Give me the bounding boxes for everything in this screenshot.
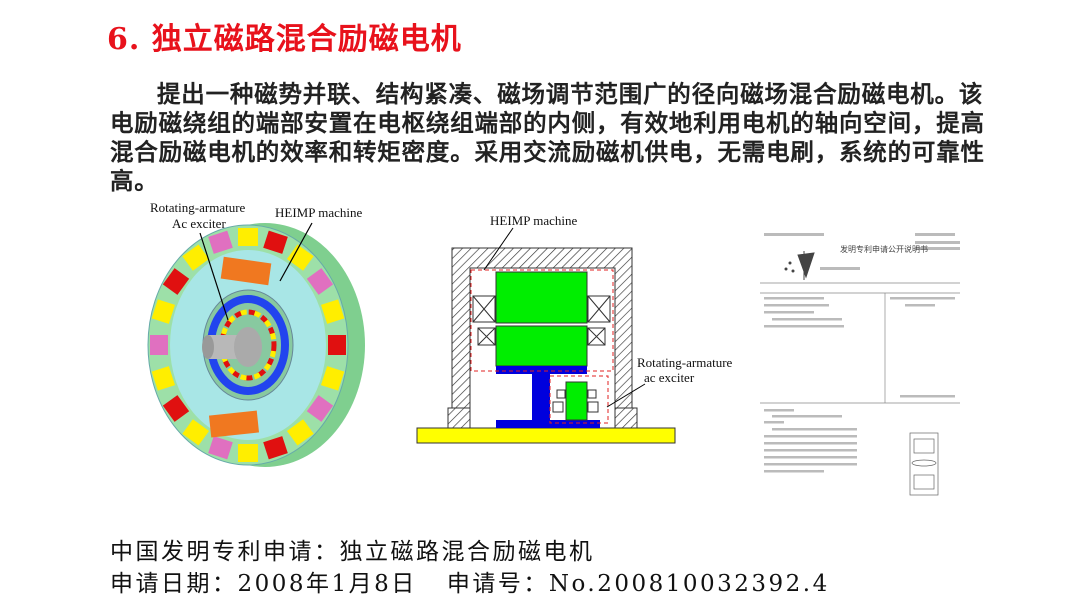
exciter-pointer-line <box>606 383 646 408</box>
machine-label: HEIMP machine <box>490 213 577 228</box>
motor-3d-model-figure: Rotating-armature Ac exciter HEIMP machi… <box>147 200 365 467</box>
description-paragraph: 提出一种磁势并联、结构紧凑、磁场调节范围广的径向磁场混合励磁电机。该电励磁绕组的… <box>110 80 985 195</box>
magnet-block <box>263 230 288 254</box>
magnet-block <box>306 395 334 422</box>
magnet-block <box>286 244 314 271</box>
exciter-label-line2: Ac exciter <box>172 216 226 231</box>
cross-section-figure: HEIMP machine Rotating-armature ac excit… <box>416 213 733 444</box>
machine-pointer-line <box>279 222 313 282</box>
number-value: No.200810032392.4 <box>548 571 830 597</box>
exciter-label-line2: ac exciter <box>644 370 695 385</box>
patent-info-line: 申请日期：2008年1月8日 申请号：No.200810032392.4 <box>110 564 830 598</box>
machine-pointer-line <box>483 227 514 271</box>
magnet-block <box>208 436 233 460</box>
magnet-block <box>320 366 345 391</box>
magnet-block <box>182 244 210 271</box>
magnet-block <box>150 335 168 355</box>
slide-title: 6. 独立磁路混合励磁电机 <box>107 22 462 57</box>
magnet-block <box>320 299 345 324</box>
magnet-block <box>162 268 190 295</box>
exciter-pointer-line <box>199 232 229 321</box>
magnet-block <box>306 268 334 295</box>
magnet-block <box>208 230 233 254</box>
magnet-block <box>151 366 176 391</box>
magnet-block <box>328 335 346 355</box>
magnet-block <box>151 299 176 324</box>
date-label: 申请日期： <box>110 571 238 597</box>
exciter-label-line1: Rotating-armature <box>150 200 246 215</box>
number-label: 申请号： <box>446 571 549 597</box>
magnet-block <box>286 419 314 446</box>
date-value: 2008年1月8日 <box>237 571 417 597</box>
magnet-block <box>182 419 210 446</box>
magnet-block <box>263 436 288 460</box>
patent-heading: 发明专利申请公开说明书 <box>840 244 928 254</box>
patent-document-image: 发明专利申请公开说明书 <box>760 225 960 500</box>
magnet-block <box>162 395 190 422</box>
magnet-block <box>238 228 258 246</box>
machine-label: HEIMP machine <box>275 205 362 220</box>
patent-title-line: 中国发明专利申请：独立磁路混合励磁电机 <box>110 539 595 565</box>
exciter-label-line1: Rotating-armature <box>637 355 733 370</box>
magnet-block <box>238 444 258 462</box>
